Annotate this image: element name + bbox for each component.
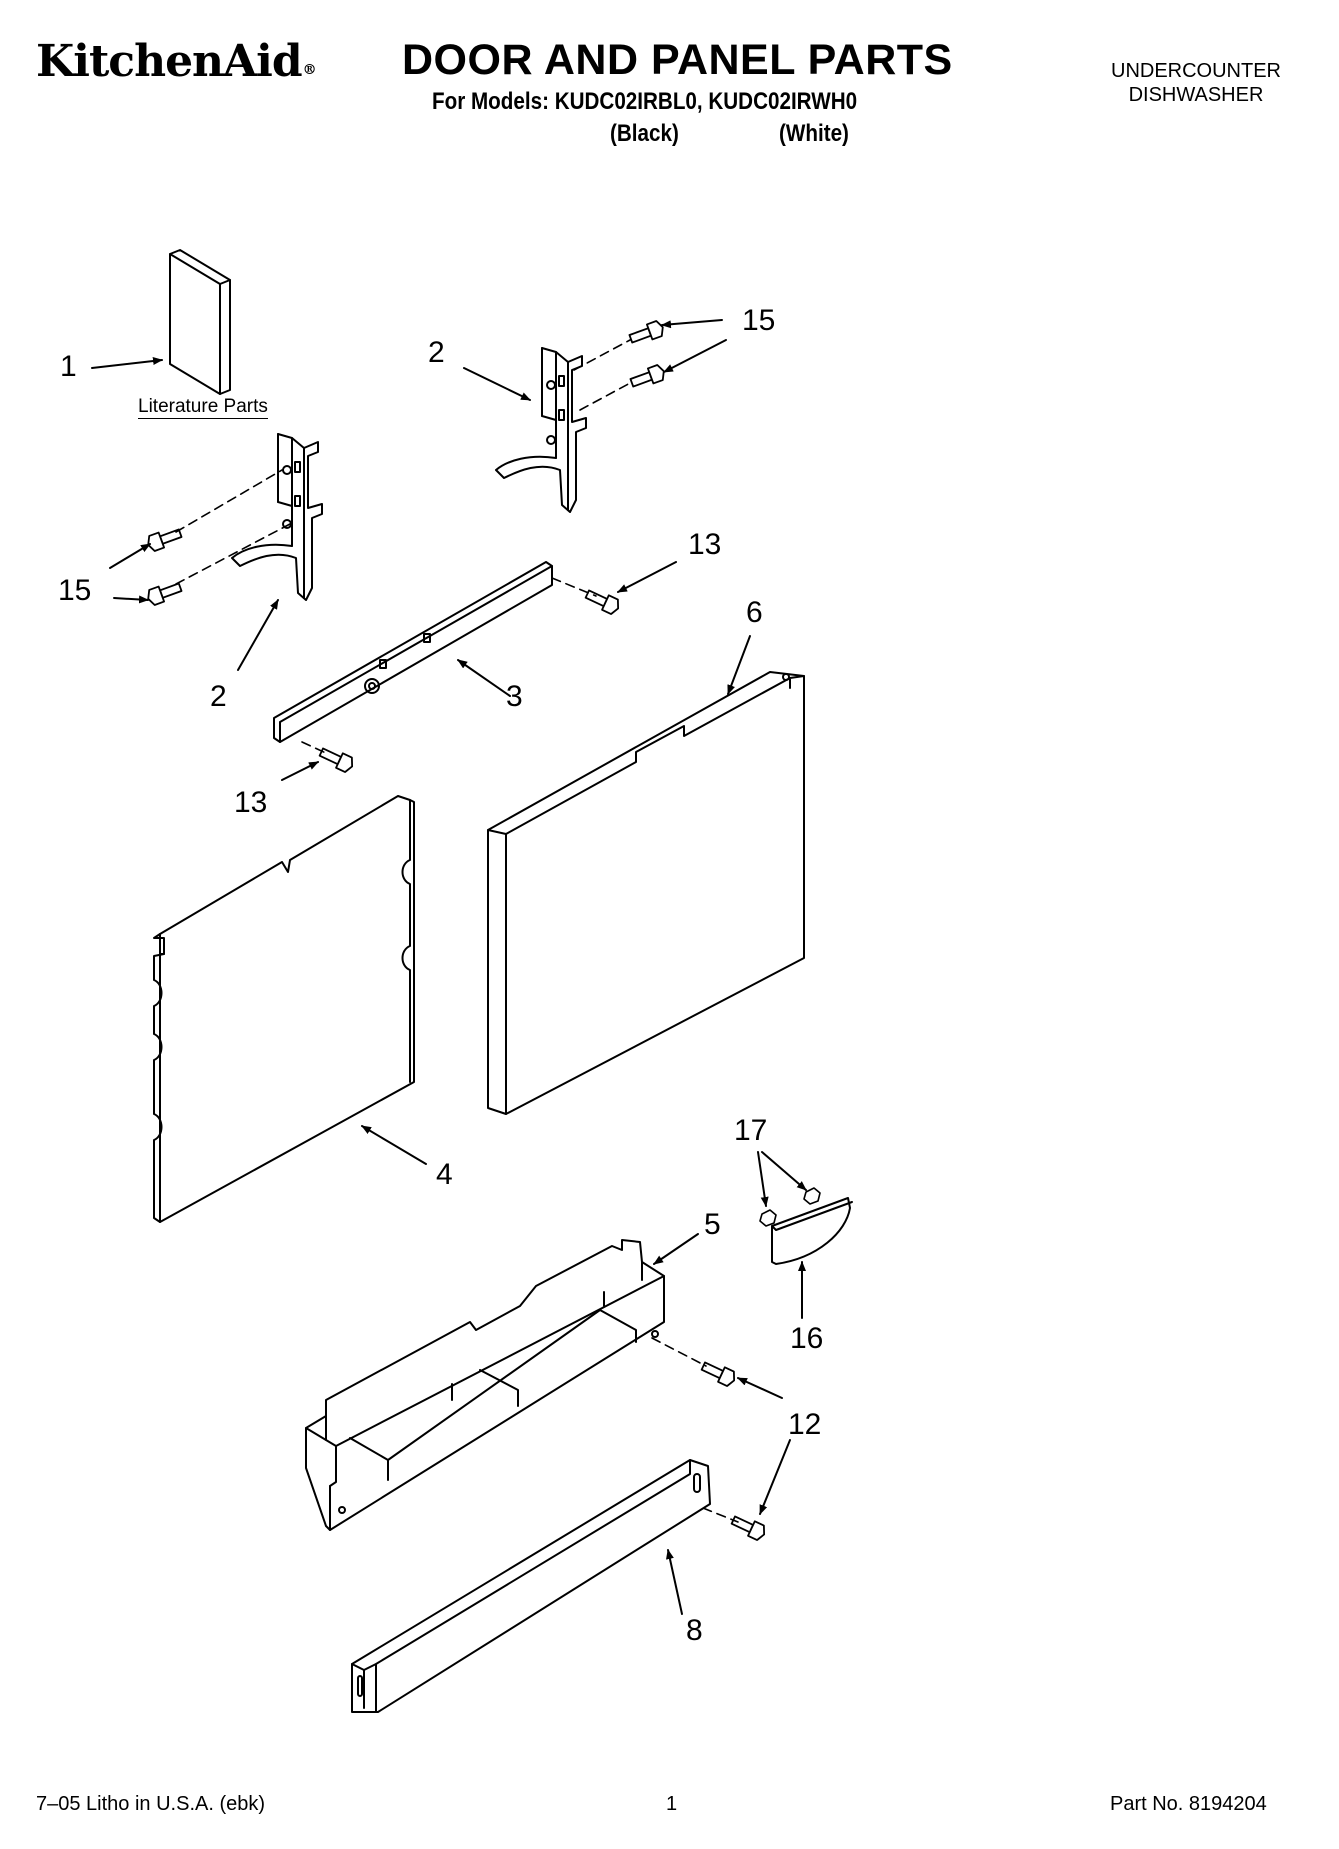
- page-title: DOOR AND PANEL PARTS: [402, 36, 953, 84]
- product-type-line1: UNDERCOUNTER: [1111, 60, 1281, 82]
- product-type-line2: DISHWASHER: [1128, 84, 1264, 106]
- callout-8: 8: [686, 1614, 703, 1647]
- door-rail-part: [273, 561, 553, 743]
- alignment-lines: [175, 339, 739, 1523]
- callout-16: 16: [790, 1322, 824, 1355]
- variant-black: (Black): [610, 120, 679, 147]
- callout-13-lower: 13: [234, 786, 268, 819]
- callout-5: 5: [704, 1208, 721, 1241]
- badge-nuts-part: [759, 1187, 821, 1227]
- callout-2-left: 2: [210, 680, 227, 713]
- badge-part: [771, 1197, 853, 1265]
- callout-17: 17: [734, 1114, 768, 1147]
- callout-15-left: 15: [58, 574, 92, 607]
- footer-litho: 7–05 Litho in U.S.A. (ebk): [36, 1793, 266, 1815]
- screws-part: [147, 320, 766, 1541]
- brand-name: KitchenAid: [36, 36, 303, 87]
- callout-2-right: 2: [428, 336, 445, 369]
- literature-pack-part: [169, 249, 231, 395]
- toe-panel-part: [305, 1239, 665, 1531]
- kick-plate-part: [351, 1459, 711, 1713]
- bracket-right-part: [495, 347, 587, 513]
- callout-3: 3: [506, 680, 523, 713]
- footer-part-number: Part No. 8194204: [1110, 1793, 1267, 1815]
- callout-6: 6: [746, 596, 763, 629]
- bracket-left-part: [231, 433, 323, 601]
- variant-white: (White): [779, 120, 849, 147]
- leader-arrows: [91, 319, 807, 1615]
- callout-15-right: 15: [742, 304, 776, 337]
- footer-page-number: 1: [666, 1793, 678, 1815]
- callout-1: 1: [60, 350, 77, 383]
- models-line: For Models: KUDC02IRBL0, KUDC02IRWH0: [432, 88, 858, 115]
- callout-12: 12: [788, 1408, 822, 1441]
- literature-parts-label: Literature Parts: [138, 396, 268, 419]
- callout-4: 4: [436, 1158, 453, 1191]
- inner-panel-part: [153, 795, 415, 1223]
- registered-mark: ®: [302, 62, 317, 78]
- brand-logo: KitchenAid®: [36, 36, 317, 87]
- callout-13-upper: 13: [688, 528, 722, 561]
- door-panel-part: [487, 671, 805, 1115]
